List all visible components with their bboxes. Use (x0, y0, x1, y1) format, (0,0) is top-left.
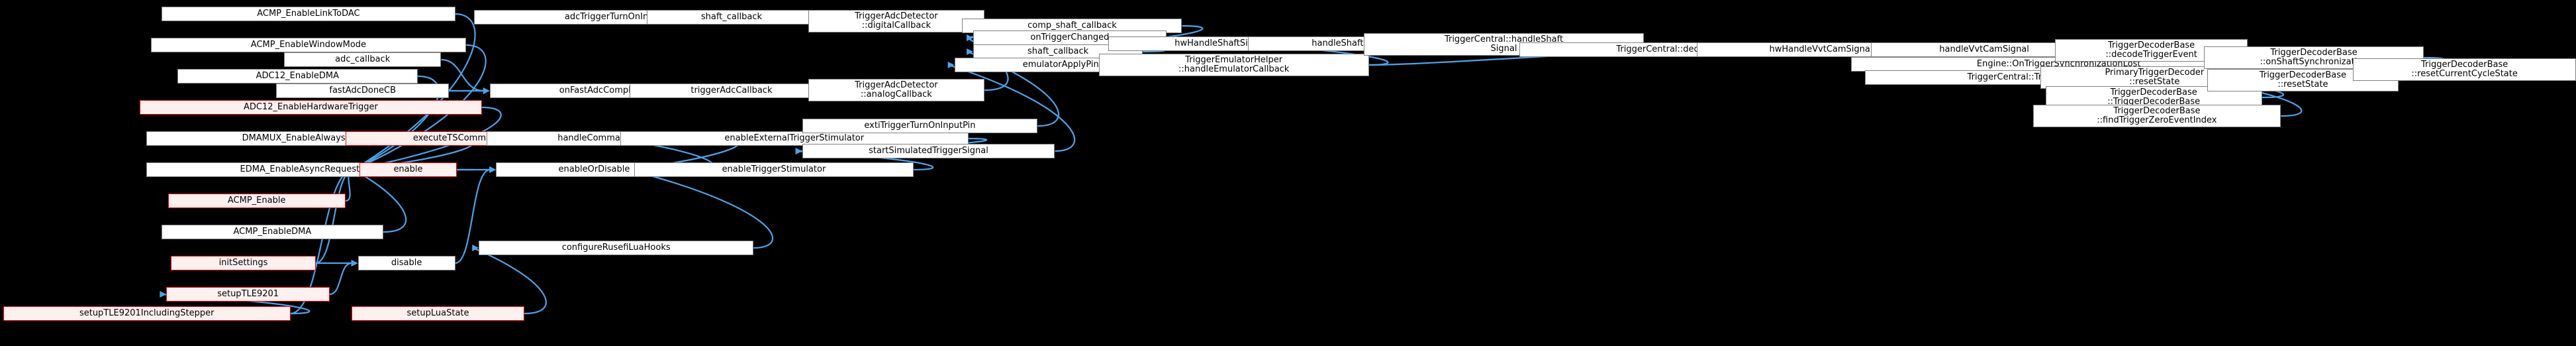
graph-node-extitriggerturnoninputpin[interactable]: extiTriggerTurnOnInputPin (802, 119, 1038, 133)
graph-edge (353, 106, 502, 171)
graph-node-triggerdecoderbase-resetcurrentcyclestate[interactable]: TriggerDecoderBase ::resetCurrentCycleSt… (2353, 58, 2576, 81)
graph-node-setuptle9201includingstepper[interactable]: setupTLE9201IncludingStepper (3, 306, 291, 321)
graph-node-adc12-enabledma[interactable]: ADC12_EnableDMA (177, 69, 418, 84)
graph-edge (353, 169, 407, 233)
graph-edge-arrowhead (795, 148, 802, 154)
graph-edge (441, 58, 484, 92)
graph-edge-arrowhead (483, 87, 490, 94)
graph-node-adc12-enablehardwaretrigger[interactable]: ADC12_EnableHardwareTrigger (140, 100, 482, 115)
graph-node-setuptle9201[interactable]: setupTLE9201 (166, 287, 330, 302)
graph-node-triggeradccallback[interactable]: triggerAdcCallback (629, 84, 834, 98)
graph-node-disable[interactable]: disable (358, 256, 455, 270)
graph-node-enabletriggerstimulator[interactable]: enableTriggerStimulator (634, 162, 914, 177)
graph-edge (455, 168, 491, 264)
graph-node-acmp-enablewindowmode[interactable]: ACMP_EnableWindowMode (150, 38, 467, 52)
graph-edge-arrowhead (967, 48, 974, 55)
graph-node-adc-callback[interactable]: adc_callback (284, 52, 442, 67)
graph-node-enable[interactable]: enable (359, 162, 457, 177)
graph-node-setupluastate[interactable]: setupLuaState (352, 306, 524, 321)
graph-node-triggeradcdetector-digitalcallback[interactable]: TriggerAdcDetector ::digitalCallback (808, 10, 984, 32)
graph-node-startsimulatedtriggersignal[interactable]: startSimulatedTriggerSignal (802, 144, 1055, 158)
graph-edge-arrowhead (967, 34, 974, 41)
graph-node-acmp-enablelinktodac[interactable]: ACMP_EnableLinkToDAC (162, 7, 455, 21)
graph-edge (315, 168, 354, 264)
graph-edge (948, 64, 1076, 152)
graph-node-initsettings[interactable]: initSettings (171, 256, 316, 270)
graph-node-enableexternaltriggerstimulator[interactable]: enableExternalTriggerStimulator (620, 131, 969, 146)
graph-node-acmp-enabledma[interactable]: ACMP_EnableDMA (162, 225, 383, 239)
graph-node-fastadcdonecb[interactable]: fastAdcDoneCB (276, 84, 450, 98)
graph-edge-arrowhead (947, 62, 955, 68)
graph-node-shaft-callback[interactable]: shaft_callback (646, 10, 816, 25)
graph-edge-arrowhead (489, 166, 497, 173)
graph-edge (472, 247, 547, 315)
graph-node-triggerdecoderbase-findtriggerzeroeventindex[interactable]: TriggerDecoderBase ::findTriggerZeroEven… (2032, 105, 2281, 127)
graph-node-triggeradcdetector-analogcallback[interactable]: TriggerAdcDetector ::analogCallback (808, 79, 984, 101)
graph-edge (628, 168, 774, 249)
graph-node-triggeremulatorhelper-handleemulatorcallback[interactable]: TriggerEmulatorHelper ::handleEmulatorCa… (1098, 54, 1369, 76)
graph-node-configurerusefiluahooks[interactable]: configureRusefiLuaHooks (479, 241, 754, 255)
graph-edge (329, 262, 352, 296)
graph-node-handlevvtcamsignal[interactable]: handleVvtCamSignal (1871, 42, 2097, 57)
graph-edge-arrowhead (472, 245, 479, 251)
graph-edge-arrowhead (351, 260, 358, 266)
graph-node-acmp-enable[interactable]: ACMP_Enable (167, 194, 346, 208)
graph-edge-arrowhead (160, 291, 167, 298)
